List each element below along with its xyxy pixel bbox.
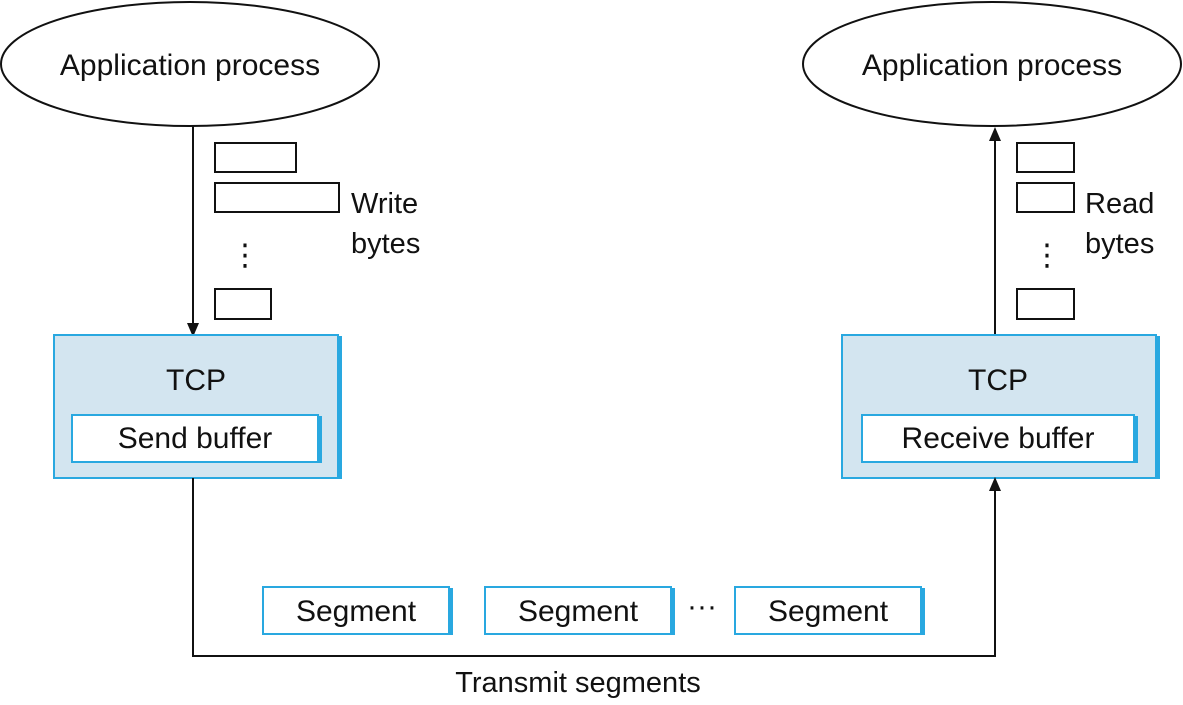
write-byte-block	[214, 142, 297, 173]
receiver-process-ellipse	[802, 1, 1182, 127]
receiver-tcp-box: TCP Receive buffer	[841, 334, 1160, 479]
sender-application-process: Application process	[0, 1, 380, 127]
read-bytes-label-line2: bytes	[1085, 228, 1154, 260]
receive-buffer-label: Receive buffer	[902, 422, 1095, 455]
write-bytes-label-line2: bytes	[351, 228, 420, 260]
segment-box	[262, 586, 450, 635]
receiver-tcp-label: TCP	[968, 364, 1028, 397]
segment-label: Segment	[518, 595, 639, 628]
segment-box	[484, 586, 672, 635]
segments-ellipsis: ···	[687, 590, 717, 623]
write-bytes-ellipsis: ⋮	[230, 239, 260, 272]
send-buffer-label: Send buffer	[118, 422, 273, 455]
transmit-path-arrow	[192, 477, 1001, 657]
read-bytes-ellipsis: ⋮	[1032, 239, 1062, 272]
write-byte-block	[214, 288, 272, 320]
segment-label: Segment	[296, 595, 417, 628]
receive-buffer-box	[861, 414, 1135, 463]
sender-tcp-box: TCP Send buffer	[53, 334, 342, 479]
segment-box	[734, 586, 922, 635]
read-bytes-label-line1: Read	[1085, 188, 1154, 220]
read-byte-block	[1016, 142, 1075, 173]
send-buffer-box	[71, 414, 319, 463]
receiver-application-process: Application process	[802, 1, 1182, 127]
sender-process-ellipse	[0, 1, 380, 127]
read-byte-block	[1016, 288, 1075, 320]
write-bytes-label-line1: Write	[351, 188, 418, 220]
segments-group: Segment Segment ··· Segment	[262, 586, 925, 635]
segment-label: Segment	[768, 595, 889, 628]
write-byte-block	[214, 182, 340, 213]
transmit-segments-label: Transmit segments	[455, 667, 701, 699]
read-byte-block	[1016, 182, 1075, 213]
receiver-read-bytes-group: ⋮ Read bytes	[1016, 142, 1154, 320]
sender-write-bytes-group: ⋮ Write bytes	[214, 142, 420, 320]
sender-tcp-label: TCP	[166, 364, 226, 397]
sender-process-label: Application process	[60, 49, 320, 82]
receiver-process-label: Application process	[862, 49, 1122, 82]
